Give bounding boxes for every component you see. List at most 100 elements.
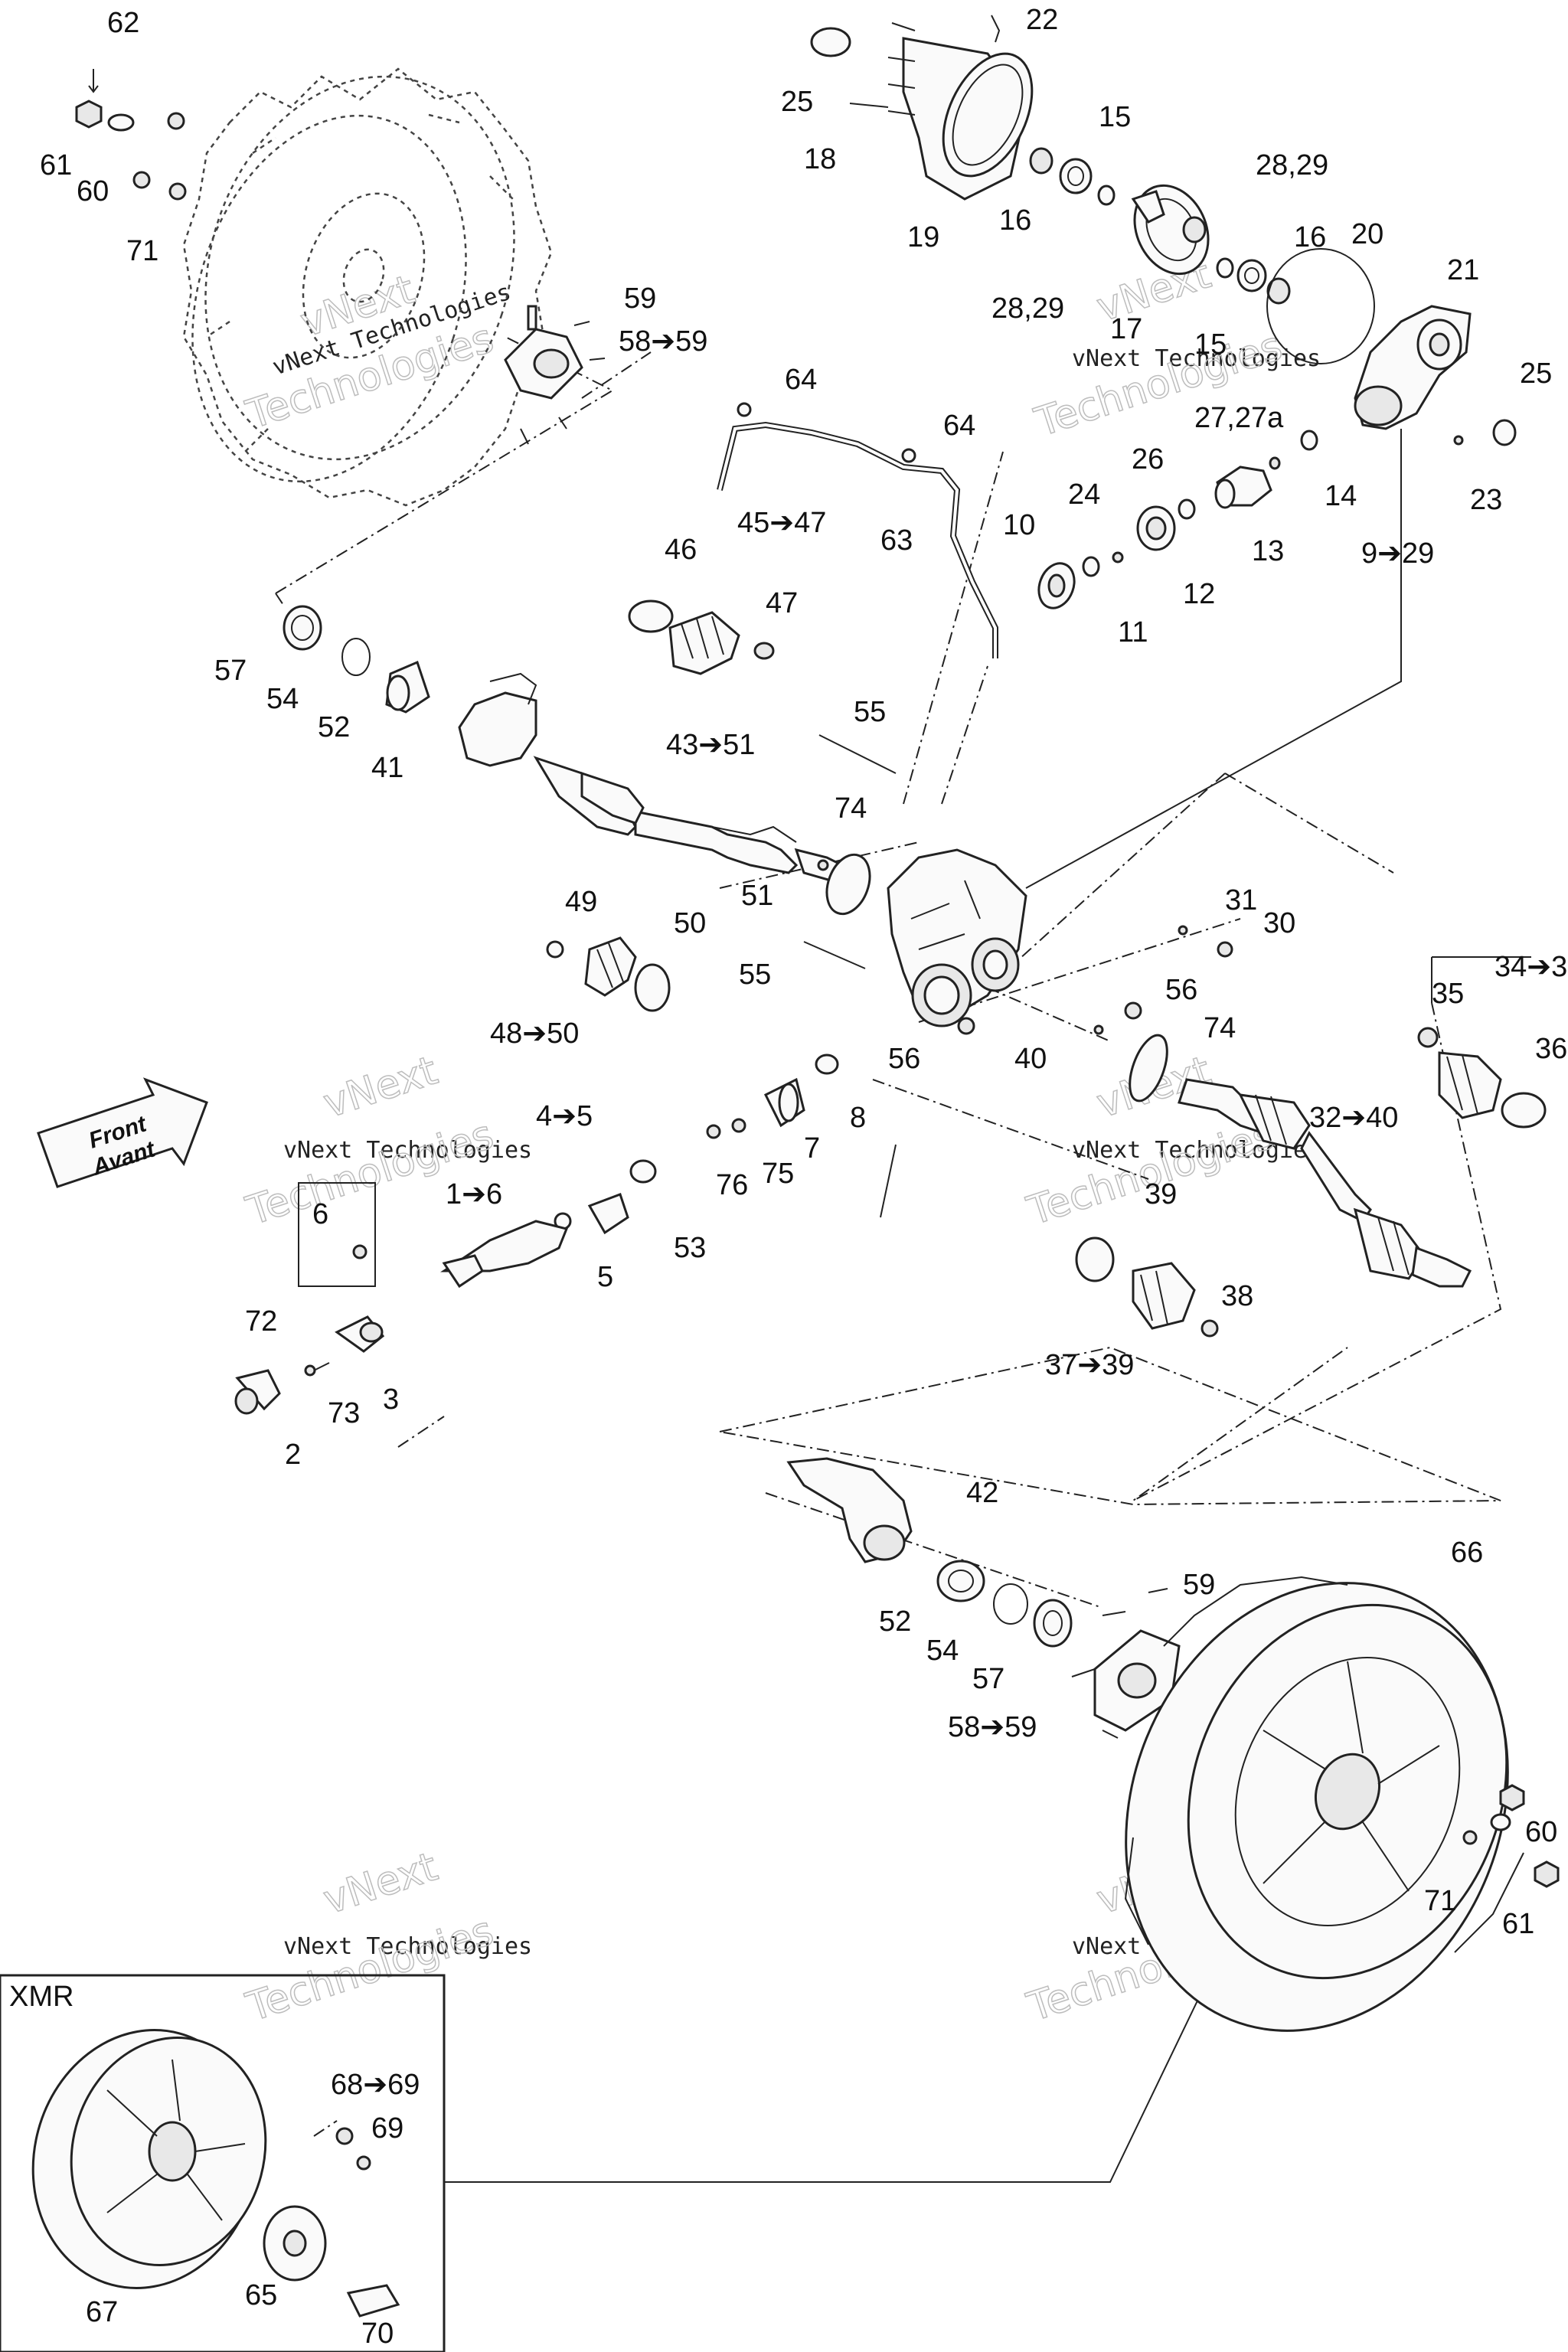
callout-48-50: 48➔50 (490, 1018, 579, 1050)
callout-22: 22 (1026, 4, 1058, 36)
callout-6: 6 (312, 1198, 328, 1230)
leader-lines (275, 336, 1531, 2183)
gearcase-housing-19 (810, 15, 1034, 201)
watermark-mid-technologies: Technologies (241, 1112, 499, 1235)
callout-63: 63 (880, 524, 913, 557)
callout-28-29-b: 28,29 (991, 292, 1064, 325)
callout-13: 13 (1252, 535, 1284, 567)
watermark-mid2-technologies: Technologies (1022, 1112, 1280, 1235)
callout-32-40: 32➔40 (1309, 1102, 1398, 1134)
callout-74: 74 (835, 792, 867, 825)
callout-64-b: 64 (943, 410, 975, 442)
watermark-bottom-line: vNext Technologies (283, 1933, 532, 1960)
callout-2: 2 (285, 1439, 301, 1471)
callout-57: 57 (214, 655, 247, 687)
watermark-bottom-technologies: Technologies (241, 1908, 499, 2031)
lug-hardware-top-left (75, 69, 187, 201)
callout-50: 50 (674, 907, 706, 939)
boot-kit-34 (1417, 1027, 1547, 1129)
callout-17: 17 (1110, 313, 1142, 345)
callout-52: 52 (318, 711, 350, 743)
callout-31: 31 (1225, 884, 1257, 916)
differential-housing (803, 734, 1233, 1035)
callout-74-b: 74 (1204, 1012, 1236, 1044)
callout-62: 62 (107, 7, 139, 39)
callout-55-b: 55 (739, 959, 771, 991)
front-propshaft (234, 1054, 839, 1415)
callout-61-b: 61 (1502, 1908, 1534, 1940)
callout-60-b: 60 (1525, 1816, 1557, 1848)
callout-75: 75 (762, 1158, 794, 1190)
callout-59-b: 59 (1183, 1569, 1215, 1601)
callout-18: 18 (804, 143, 836, 175)
callout-10: 10 (1003, 509, 1035, 541)
left-drive-assembly (283, 605, 844, 882)
callout-9-29: 9➔29 (1361, 537, 1434, 570)
callout-64: 64 (785, 364, 817, 396)
callout-58-59: 58➔59 (619, 325, 707, 358)
wheel-ghost-top-left (182, 67, 553, 507)
gearcase-cover-21 (1354, 305, 1517, 446)
watermark-top-line: vNext Technologies (1072, 345, 1321, 372)
callout-42: 42 (966, 1477, 998, 1509)
front-direction-arrow: Front Avant (37, 1077, 208, 1188)
callout-34-3: 34➔3 (1494, 951, 1567, 983)
callout-47: 47 (766, 587, 798, 619)
callout-8: 8 (850, 1102, 866, 1134)
bearing-16-15 (1029, 147, 1116, 206)
pinion-shaft-13 (1214, 430, 1318, 509)
callout-49: 49 (565, 886, 597, 918)
callout-35: 35 (1432, 978, 1464, 1010)
boot-kit-45 (628, 599, 775, 675)
callout-16-b: 16 (1294, 221, 1326, 253)
callout-39: 39 (1145, 1178, 1177, 1210)
callout-38: 38 (1221, 1280, 1253, 1312)
callout-36: 36 (1535, 1033, 1567, 1065)
callout-46: 46 (665, 534, 697, 566)
washer-icon (107, 113, 135, 132)
right-drive-assembly (1093, 1024, 1472, 1288)
callout-28-29: 28,29 (1256, 149, 1328, 181)
callout-73: 73 (328, 1397, 360, 1429)
vent-tube-63 (717, 402, 998, 658)
xmr-inset (0, 1974, 446, 2352)
callout-56: 56 (1165, 974, 1197, 1006)
callout-57-b: 57 (972, 1663, 1004, 1695)
inset-xmr-label: XMR (9, 1981, 74, 2013)
nut-icon (132, 171, 151, 189)
callout-25-b: 25 (1520, 358, 1552, 390)
wheel-bottom-right (1124, 1576, 1560, 2032)
watermark-mid-line: vNext Technologies (283, 1137, 532, 1164)
callout-27-27a: 27,27a (1194, 402, 1284, 434)
callout-4-5: 4➔5 (536, 1100, 593, 1132)
callout-52-b: 52 (879, 1606, 911, 1638)
callout-67: 67 (86, 2296, 118, 2328)
callout-51: 51 (741, 880, 773, 912)
seal-icon (810, 27, 851, 57)
callout-14: 14 (1325, 480, 1357, 512)
knuckle-42 (786, 1457, 1073, 1648)
callout-69: 69 (371, 2112, 403, 2145)
callout-54-b: 54 (926, 1635, 959, 1667)
watermark-top: vNext vNext Technologies Technologies vN… (240, 251, 1321, 447)
boot-kit-37 (1075, 1236, 1219, 1338)
wheel-hub-top-left (504, 305, 606, 445)
callout-70: 70 (361, 2318, 394, 2350)
callout-60: 60 (77, 175, 109, 207)
callout-7: 7 (804, 1132, 820, 1165)
callout-71-b: 71 (1424, 1885, 1456, 1917)
watermark-mid-vnext: vNext (318, 1047, 443, 1127)
callout-59: 59 (624, 283, 656, 315)
callout-45-47: 45➔47 (737, 507, 826, 539)
callout-72: 72 (245, 1305, 277, 1338)
callout-1-6: 1➔6 (446, 1178, 502, 1210)
inset-frame (0, 1974, 446, 2352)
boot-kit-48 (546, 936, 671, 1012)
callout-19: 19 (907, 221, 939, 253)
callout-58-59-b: 58➔59 (948, 1711, 1037, 1743)
nut-icon (168, 182, 187, 201)
callout-65: 65 (245, 2279, 277, 2311)
callout-15: 15 (1099, 101, 1131, 133)
callout-15-b: 15 (1194, 328, 1227, 361)
